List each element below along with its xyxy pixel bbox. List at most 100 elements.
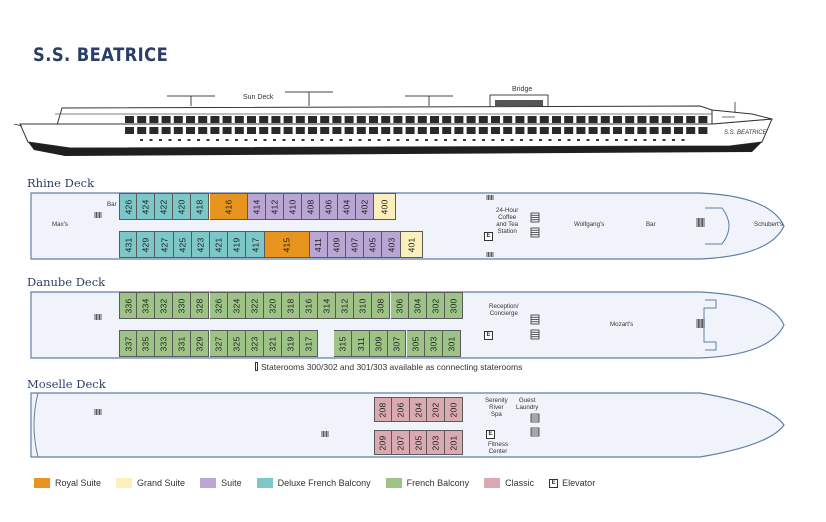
cabin-334[interactable]: 334 (137, 292, 156, 319)
cabin-328[interactable]: 328 (191, 292, 210, 319)
cabin-205[interactable]: 205 (409, 430, 428, 455)
cabin-203[interactable]: 203 (427, 430, 446, 455)
cabin-331[interactable]: 331 (173, 330, 192, 357)
cabin-400[interactable]: 400 (374, 193, 397, 220)
cabin-315[interactable]: 315 (334, 330, 353, 357)
cabin-420[interactable]: 420 (173, 193, 192, 220)
cabin-306[interactable]: 306 (390, 292, 409, 319)
cabin-326[interactable]: 326 (209, 292, 228, 319)
wolfgangs-label: Wolfgang's (574, 221, 605, 228)
cabin-206[interactable]: 206 (391, 397, 410, 422)
mozarts-label: Mozart's (610, 321, 634, 328)
cabin-209[interactable]: 209 (374, 430, 392, 455)
cabin-424[interactable]: 424 (137, 193, 156, 220)
legend-swatch (484, 478, 501, 488)
cabin-409[interactable]: 409 (327, 231, 346, 258)
cabin-208[interactable]: 208 (374, 397, 392, 422)
danube-elevator-icon: E (484, 331, 493, 340)
cabin-416[interactable]: 416 (209, 193, 248, 220)
cabin-408[interactable]: 408 (301, 193, 320, 220)
cabin-310[interactable]: 310 (354, 292, 373, 319)
cabin-202[interactable]: 202 (427, 397, 446, 422)
maxs-label: Max's (52, 221, 68, 228)
cabin-207[interactable]: 207 (391, 430, 410, 455)
cabin-411[interactable]: 411 (309, 231, 328, 258)
cabin-337[interactable]: 337 (119, 330, 138, 357)
legend-label: Grand Suite (137, 478, 186, 488)
cabin-404[interactable]: 404 (338, 193, 357, 220)
connecting-staterooms-note: Staterooms 300/302 and 301/303 available… (255, 362, 522, 372)
cabin-421[interactable]: 421 (210, 231, 229, 258)
cabin-204[interactable]: 204 (409, 397, 428, 422)
legend-swatch (256, 478, 273, 488)
cabin-330[interactable]: 330 (173, 292, 192, 319)
cabin-320[interactable]: 320 (263, 292, 282, 319)
rhine-elevator-icon: E (484, 232, 493, 241)
cabin-333[interactable]: 333 (155, 330, 174, 357)
cabin-325[interactable]: 325 (227, 330, 246, 357)
cabin-200[interactable]: 200 (445, 397, 463, 422)
ship-title: S.S. BEATRICE (33, 44, 169, 66)
cabin-332[interactable]: 332 (155, 292, 174, 319)
legend-label: Classic (505, 478, 535, 488)
cabin-309[interactable]: 309 (370, 330, 389, 357)
cabin-423[interactable]: 423 (191, 231, 210, 258)
note-text: Staterooms 300/302 and 301/303 available… (261, 362, 523, 372)
cabin-301[interactable]: 301 (442, 330, 461, 357)
cabin-319[interactable]: 319 (281, 330, 300, 357)
cabin-335[interactable]: 335 (137, 330, 156, 357)
cabin-324[interactable]: 324 (227, 292, 246, 319)
cabin-410[interactable]: 410 (283, 193, 302, 220)
serenity-spa-label: Serenity River Spa (485, 397, 508, 419)
cabin-419[interactable]: 419 (228, 231, 247, 258)
cabin-312[interactable]: 312 (336, 292, 355, 319)
cabin-429[interactable]: 429 (137, 231, 156, 258)
cabin-402[interactable]: 402 (356, 193, 375, 220)
cabin-431[interactable]: 431 (119, 231, 138, 258)
cabin-314[interactable]: 314 (318, 292, 337, 319)
cabin-300[interactable]: 300 (444, 292, 463, 319)
cabin-407[interactable]: 407 (346, 231, 365, 258)
cabin-336[interactable]: 336 (119, 292, 138, 319)
cabin-201[interactable]: 201 (445, 430, 463, 455)
cabin-311[interactable]: 311 (352, 330, 371, 357)
cabin-415[interactable]: 415 (264, 231, 310, 258)
cabin-406[interactable]: 406 (319, 193, 338, 220)
cabin-418[interactable]: 418 (191, 193, 210, 220)
legend-swatch (385, 478, 402, 488)
cabin-316[interactable]: 316 (300, 292, 319, 319)
rhine-bar-small-label: Bar (107, 201, 117, 208)
cabin-422[interactable]: 422 (155, 193, 174, 220)
cabin-426[interactable]: 426 (119, 193, 138, 220)
cabin-403[interactable]: 403 (382, 231, 401, 258)
cabin-302[interactable]: 302 (426, 292, 445, 319)
cabin-327[interactable]: 327 (209, 330, 228, 357)
ship-profile-illustration (13, 91, 773, 156)
fitness-center-label: Fitness Center (488, 441, 508, 456)
cabin-412[interactable]: 412 (265, 193, 284, 220)
legend-item: Royal Suite (34, 478, 101, 488)
cabin-425[interactable]: 425 (173, 231, 192, 258)
cabin-317[interactable]: 317 (300, 330, 319, 357)
cabin-329[interactable]: 329 (191, 330, 210, 357)
cabin-305[interactable]: 305 (406, 330, 425, 357)
legend-item: French Balcony (385, 478, 469, 488)
cabin-308[interactable]: 308 (372, 292, 391, 319)
cabin-405[interactable]: 405 (364, 231, 383, 258)
cabin-414[interactable]: 414 (247, 193, 266, 220)
sun-deck-label: Sun Deck (243, 94, 274, 101)
cabin-323[interactable]: 323 (245, 330, 264, 357)
cabin-401[interactable]: 401 (400, 231, 423, 258)
cabin-307[interactable]: 307 (388, 330, 407, 357)
danube-deck-title: Danube Deck (27, 275, 106, 289)
cabin-322[interactable]: 322 (245, 292, 264, 319)
cabin-427[interactable]: 427 (155, 231, 174, 258)
coffee-station-label: 24-Hour Coffee and Tea Station (496, 207, 519, 236)
cabin-417[interactable]: 417 (246, 231, 265, 258)
cabin-321[interactable]: 321 (263, 330, 282, 357)
cabin-304[interactable]: 304 (408, 292, 427, 319)
cabin-318[interactable]: 318 (281, 292, 300, 319)
cabin-303[interactable]: 303 (424, 330, 443, 357)
